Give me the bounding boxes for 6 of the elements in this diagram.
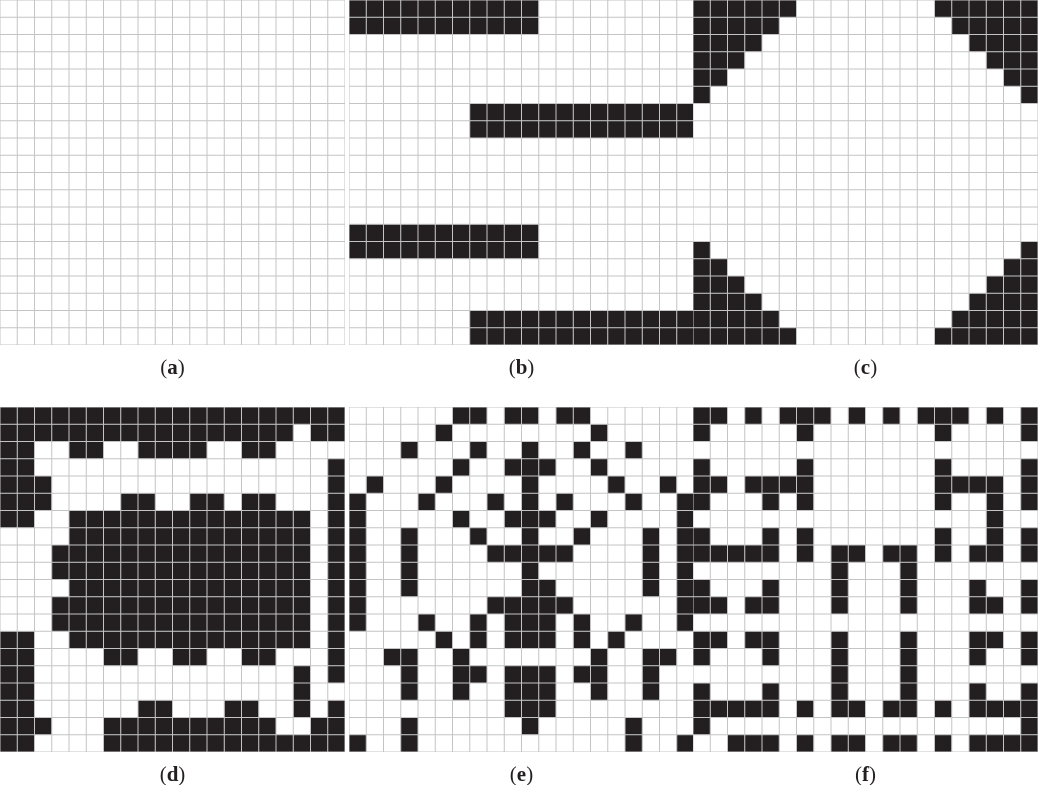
panel-label: (e) xyxy=(509,764,534,785)
panel-label: (a) xyxy=(160,357,185,378)
panel-label: (d) xyxy=(159,764,186,785)
panel-label: (c) xyxy=(853,357,878,378)
panel-label: (b) xyxy=(508,357,535,378)
panel-label: (f) xyxy=(855,764,876,785)
